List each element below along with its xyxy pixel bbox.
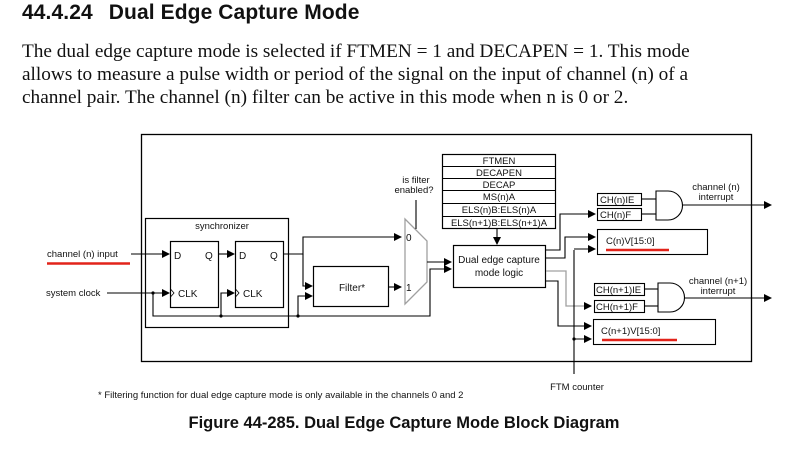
ff2-q-label: Q bbox=[270, 251, 278, 262]
filter-mux bbox=[404, 217, 428, 306]
ch-n-ie-label: CH(n)IE bbox=[600, 195, 634, 206]
clock-distribution-wire bbox=[152, 265, 452, 317]
figure-caption: Figure 44-285. Dual Edge Capture Mode Bl… bbox=[188, 414, 620, 432]
ff2-clk-label: CLK bbox=[243, 289, 263, 300]
c-n-v-label: C(n)V[15:0] bbox=[606, 236, 655, 247]
synchronizer-box bbox=[144, 217, 290, 329]
system-clock-label: system clock bbox=[46, 288, 101, 299]
ff1-clock-glyph bbox=[170, 288, 175, 298]
ff1-clk-label: CLK bbox=[178, 289, 198, 300]
control-bit: ELS(n+1)B:ELS(n+1)A bbox=[451, 218, 548, 229]
ch-n-f-register bbox=[596, 207, 643, 222]
ch-n1-and-gate bbox=[657, 282, 685, 313]
synchronizer-label: synchronizer bbox=[195, 221, 249, 232]
mux-select-label-2: enabled? bbox=[394, 185, 433, 196]
control-bit: ELS(n)B:ELS(n)A bbox=[462, 205, 537, 216]
section-heading: 44.4.24 Dual Edge Capture Mode bbox=[22, 1, 360, 25]
section-number: 44.4.24 bbox=[22, 1, 93, 24]
ch-n-interrupt-label-2: interrupt bbox=[699, 192, 734, 203]
c-n1-v-register bbox=[592, 318, 717, 346]
flip-flop-1 bbox=[169, 240, 220, 309]
ch-n1-interrupt-label-2: interrupt bbox=[701, 286, 736, 297]
mux-select-label-1: is filter bbox=[402, 175, 429, 186]
section-title: Dual Edge Capture Mode bbox=[108, 1, 360, 24]
flip-flop-2 bbox=[234, 240, 285, 309]
sync-output-wire bbox=[284, 233, 402, 255]
logic-label-line1: Dual edge capture bbox=[458, 255, 540, 266]
ch-n-interrupt-label-1: channel (n) bbox=[692, 182, 740, 193]
paragraph-line: allows to measure a pulse width or perio… bbox=[22, 64, 689, 85]
ch-n-ie-register bbox=[596, 192, 643, 207]
control-bit: DECAPEN bbox=[476, 168, 522, 179]
control-bits-stack: FTMEN DECAPEN DECAP MS(n)A ELS(n)B:ELS(n… bbox=[441, 153, 557, 230]
dual-edge-logic-block bbox=[452, 244, 547, 289]
c-n1-v-label: C(n+1)V[15:0] bbox=[601, 326, 660, 337]
module-boundary bbox=[140, 133, 753, 363]
logic-label-line2: mode logic bbox=[475, 268, 523, 279]
filter-block bbox=[312, 265, 390, 308]
description-paragraph: The dual edge capture mode is selected i… bbox=[22, 40, 802, 109]
ch-n-and-gate bbox=[655, 190, 683, 221]
figure-footnote: * Filtering function for dual edge captu… bbox=[98, 390, 464, 401]
paragraph-line: channel pair. The channel (n) filter can… bbox=[22, 87, 629, 108]
ff1-d-label: D bbox=[174, 251, 181, 262]
ff2-d-label: D bbox=[239, 251, 246, 262]
paragraph-line: The dual edge capture mode is selected i… bbox=[22, 41, 690, 62]
mux-input-0: 0 bbox=[406, 233, 412, 244]
channel-input-label: channel (n) input bbox=[47, 249, 118, 260]
ch-n1-interrupt-label-1: channel (n+1) bbox=[689, 276, 747, 287]
control-bit: DECAP bbox=[483, 180, 516, 191]
ff1-q-label: Q bbox=[205, 251, 213, 262]
ftm-counter-label: FTM counter bbox=[550, 382, 604, 393]
mux-input-1: 1 bbox=[406, 283, 412, 294]
ff2-clock-glyph bbox=[235, 288, 240, 298]
ch-n1-ie-label: CH(n+1)IE bbox=[596, 285, 641, 296]
control-bit: MS(n)A bbox=[483, 192, 516, 203]
ch-n1-f-label: CH(n+1)F bbox=[596, 302, 638, 313]
c-n-v-register bbox=[596, 228, 709, 256]
filter-label: Filter* bbox=[339, 283, 365, 294]
ch-n-f-label: CH(n)F bbox=[600, 210, 631, 221]
ch-n1-ie-register bbox=[593, 282, 646, 297]
control-bit: FTMEN bbox=[483, 156, 516, 167]
ch-n1-f-register bbox=[593, 299, 646, 314]
